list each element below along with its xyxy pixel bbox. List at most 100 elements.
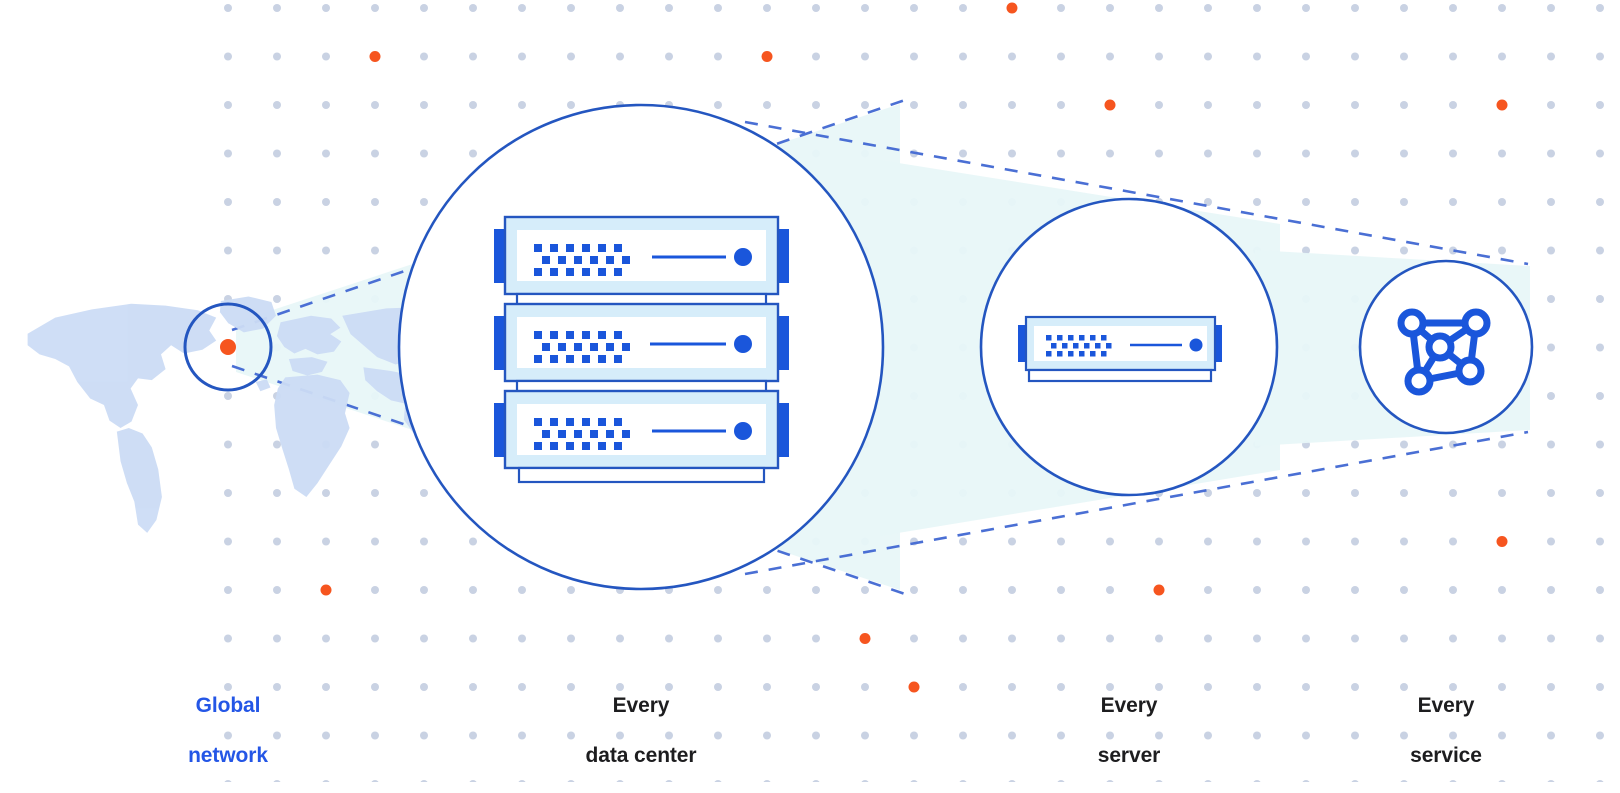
- grid-dot: [567, 683, 575, 691]
- grid-dot: [1351, 4, 1359, 12]
- grid-dot: [1057, 52, 1065, 61]
- grid-dot: [1351, 537, 1359, 546]
- grid-dot: [1596, 634, 1604, 643]
- grid-dot: [959, 537, 967, 546]
- grid-dot: [518, 683, 526, 691]
- grid-dot: [469, 731, 477, 740]
- grid-dot: [1547, 586, 1555, 594]
- grid-dot: [371, 4, 379, 12]
- grid-dot: [1351, 683, 1359, 691]
- grid-dot: [812, 4, 820, 12]
- grid-dot: [322, 489, 330, 497]
- grid-dot-highlighted: [369, 51, 381, 62]
- grid-dot-highlighted: [761, 51, 773, 62]
- grid-dot: [1057, 4, 1065, 12]
- grid-dot: [469, 4, 477, 12]
- grid-dot: [224, 731, 232, 740]
- grid-dot: [1498, 634, 1506, 643]
- grid-dot: [1106, 586, 1114, 594]
- grid-dot: [1253, 489, 1261, 497]
- grid-dot: [1596, 343, 1604, 352]
- grid-dot: [763, 634, 771, 643]
- grid-dot: [1449, 246, 1457, 255]
- grid-dot: [714, 683, 722, 691]
- grid-dot: [1253, 101, 1261, 109]
- grid-dot: [469, 586, 477, 594]
- grid-dot-highlighted: [1153, 584, 1165, 596]
- grid-dot: [224, 198, 232, 206]
- grid-dot: [1449, 634, 1457, 643]
- grid-dot: [1302, 52, 1310, 61]
- grid-dot: [1302, 683, 1310, 691]
- grid-dot: [1302, 198, 1310, 206]
- grid-dot: [273, 198, 281, 206]
- grid-dot: [1204, 198, 1212, 206]
- grid-dot: [861, 683, 869, 691]
- grid-dot: [1547, 149, 1555, 158]
- grid-dot: [1547, 537, 1555, 546]
- grid-dot: [959, 4, 967, 12]
- grid-dot: [1204, 101, 1212, 109]
- grid-dot: [420, 537, 428, 546]
- grid-dot: [371, 537, 379, 546]
- grid-dot: [518, 586, 526, 594]
- grid-dot: [1547, 198, 1555, 206]
- grid-dot: [273, 101, 281, 109]
- grid-dot: [1253, 198, 1261, 206]
- grid-dot: [1204, 634, 1212, 643]
- grid-dot: [1106, 683, 1114, 691]
- grid-dot: [1106, 634, 1114, 643]
- grid-dot: [1302, 731, 1310, 740]
- grid-dot: [518, 4, 526, 12]
- grid-dot: [371, 683, 379, 691]
- grid-dot: [1449, 489, 1457, 497]
- grid-dot: [714, 634, 722, 643]
- grid-dot: [1547, 489, 1555, 497]
- grid-dot: [910, 101, 918, 109]
- label-line-2: network: [188, 744, 268, 767]
- grid-dot: [273, 731, 281, 740]
- grid-dot: [665, 683, 673, 691]
- grid-dot: [518, 101, 526, 109]
- grid-dot: [1204, 52, 1212, 61]
- grid-dot: [567, 634, 575, 643]
- grid-dot: [616, 52, 624, 61]
- grid-dot: [1449, 4, 1457, 12]
- grid-dot: [1351, 586, 1359, 594]
- grid-dot: [420, 101, 428, 109]
- grid-dot: [1351, 246, 1359, 255]
- grid-dot: [420, 683, 428, 691]
- grid-dot: [567, 586, 575, 594]
- grid-dot: [273, 489, 281, 497]
- status-led: [734, 248, 752, 266]
- grid-dot: [1547, 634, 1555, 643]
- grid-dot: [1498, 246, 1506, 255]
- grid-dot: [1008, 149, 1016, 158]
- server-unit-icon: [1018, 315, 1222, 383]
- grid-dot: [763, 4, 771, 12]
- grid-dot: [420, 4, 428, 12]
- grid-dot: [714, 52, 722, 61]
- grid-dot: [1057, 586, 1065, 594]
- grid-dot: [420, 198, 428, 206]
- grid-dot: [371, 149, 379, 158]
- grid-dot: [224, 489, 232, 497]
- grid-dot: [1400, 101, 1408, 109]
- grid-dot: [959, 634, 967, 643]
- grid-dot: [371, 101, 379, 109]
- grid-dot: [1498, 4, 1506, 12]
- grid-dot: [1155, 731, 1163, 740]
- grid-dot: [1253, 683, 1261, 691]
- grid-dot: [616, 731, 624, 740]
- server-unit: [494, 215, 789, 296]
- grid-dot: [1400, 634, 1408, 643]
- stage-label-every-server: Every server: [1029, 668, 1229, 793]
- grid-dot: [1596, 101, 1604, 109]
- grid-dot: [469, 537, 477, 546]
- grid-dot: [1008, 683, 1016, 691]
- grid-dot: [1106, 4, 1114, 12]
